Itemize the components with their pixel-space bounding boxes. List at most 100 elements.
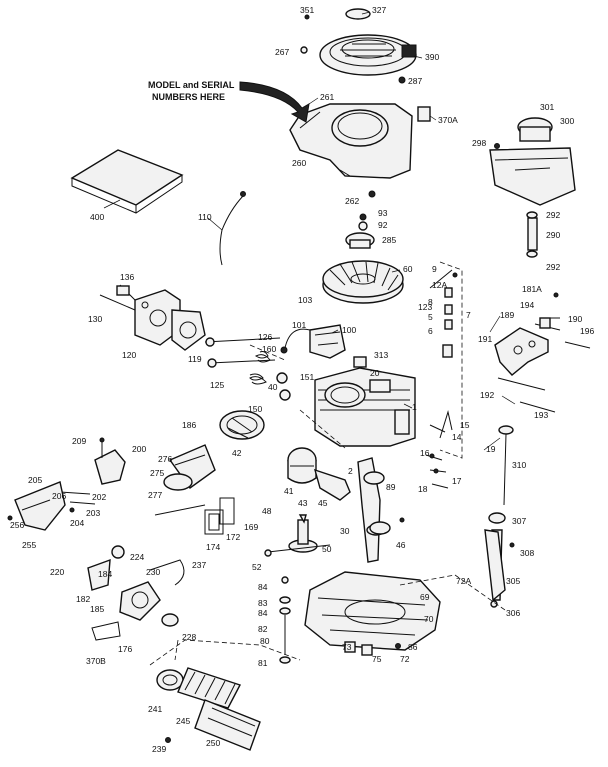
part-label: 260 (292, 158, 306, 168)
part-label: 400 (90, 212, 104, 222)
part-label: 130 (88, 314, 102, 324)
part-label: 185 (90, 604, 104, 614)
part-label: 72 (400, 654, 410, 664)
part-label: 82 (258, 624, 268, 634)
part-label: 300 (560, 116, 574, 126)
part-label: 17 (452, 476, 462, 486)
part-label: 290 (546, 230, 560, 240)
part-label: 305 (506, 576, 520, 586)
part-label: 101 (292, 320, 306, 330)
part-label: 241 (148, 704, 162, 714)
part-label: 41 (284, 486, 294, 496)
part-label: 202 (92, 492, 106, 502)
part-label: 287 (408, 76, 422, 86)
oil-fill-305 (484, 529, 515, 602)
part-label: 267 (275, 47, 289, 57)
part-label: 160 (262, 344, 276, 354)
part-label: 70 (424, 614, 434, 624)
part-label: 209 (72, 436, 86, 446)
part-label: 292 (546, 262, 560, 272)
part-label: 277 (148, 490, 162, 500)
part-label: 81 (258, 658, 268, 668)
part-label: 151 (300, 372, 314, 382)
part-label: 43 (298, 498, 308, 508)
part-label: 120 (122, 350, 136, 360)
part-label: 351 (300, 5, 314, 15)
part-label: 255 (22, 540, 36, 550)
part-label: 176 (118, 644, 132, 654)
part-label: 9 (432, 264, 437, 274)
part-label: 100 (342, 325, 356, 335)
part-label: 301 (540, 102, 554, 112)
fuel-line-290 (526, 211, 538, 258)
governor-links (425, 410, 453, 489)
part-label: 256 (10, 520, 24, 530)
bracket-370B (91, 621, 121, 641)
part-label: 200 (132, 444, 146, 454)
part-label: 15 (460, 420, 470, 430)
part-label: 110 (198, 212, 212, 222)
part-label: 276 (158, 454, 172, 464)
part-labels: 351 327 267 390 287 261 370A 260 301 300… (10, 5, 594, 754)
small-screws-top (300, 14, 406, 84)
part-label: 237 (192, 560, 206, 570)
leader-lines (103, 11, 516, 451)
part-label: 245 (176, 716, 190, 726)
fuel-tank-300 (489, 117, 576, 206)
part-label: 307 (512, 516, 526, 526)
part-label: 204 (70, 518, 84, 528)
model-note-line2: NUMBERS HERE (152, 92, 225, 102)
part-label: 8 (428, 297, 433, 307)
part-label: 186 (182, 420, 196, 430)
part-label: 292 (546, 210, 560, 220)
valve-parts (204, 337, 291, 401)
piston-41 (287, 447, 351, 501)
part-label: 370A (438, 115, 458, 125)
part-label: 126 (258, 332, 272, 342)
part-label: 192 (480, 390, 494, 400)
part-label: 308 (520, 548, 534, 558)
flywheel-60 (322, 260, 404, 304)
breather-42 (219, 410, 265, 440)
part-label: 194 (520, 300, 534, 310)
part-label: 20 (370, 368, 380, 378)
bolts-80 (279, 576, 291, 664)
part-label: 80 (260, 636, 270, 646)
part-label: 220 (50, 567, 64, 577)
note-arrow (239, 81, 310, 123)
part-label: 83 (258, 598, 268, 608)
starter-cover-390 (319, 8, 417, 76)
part-label: 5 (428, 312, 433, 322)
governor-parts (429, 269, 458, 358)
part-label: 92 (378, 220, 388, 230)
model-note-line1: MODEL and SERIAL (148, 80, 235, 90)
owners-manual-400 (70, 149, 184, 214)
part-label: 84 (258, 582, 268, 592)
part-label: 30 (340, 526, 350, 536)
part-label: 250 (206, 738, 220, 748)
part-label: 2 (348, 466, 353, 476)
flywheel-nut-285 (345, 213, 375, 249)
blower-housing-260 (289, 103, 431, 198)
part-label: 93 (378, 208, 388, 218)
part-label: 1 (412, 402, 417, 412)
ignition-armature-100 (280, 324, 346, 359)
camshaft-50 (264, 514, 331, 557)
part-label: 205 (28, 475, 42, 485)
part-label: 40 (268, 382, 278, 392)
part-label: 298 (472, 138, 486, 148)
part-label: 72A (456, 576, 471, 586)
part-label: 6 (428, 326, 433, 336)
part-label: 123 (418, 302, 432, 312)
part-label: 182 (76, 594, 90, 604)
part-label: 370B (86, 656, 106, 666)
part-label: 60 (403, 264, 413, 274)
cylinder-block-1 (314, 356, 416, 447)
part-label: 174 (206, 542, 220, 552)
part-label: 275 (150, 468, 164, 478)
part-label: 18 (418, 484, 428, 494)
part-label: 261 (320, 92, 334, 102)
part-label: 16 (420, 448, 430, 458)
part-label: 172 (226, 532, 240, 542)
part-label: 285 (382, 235, 396, 245)
